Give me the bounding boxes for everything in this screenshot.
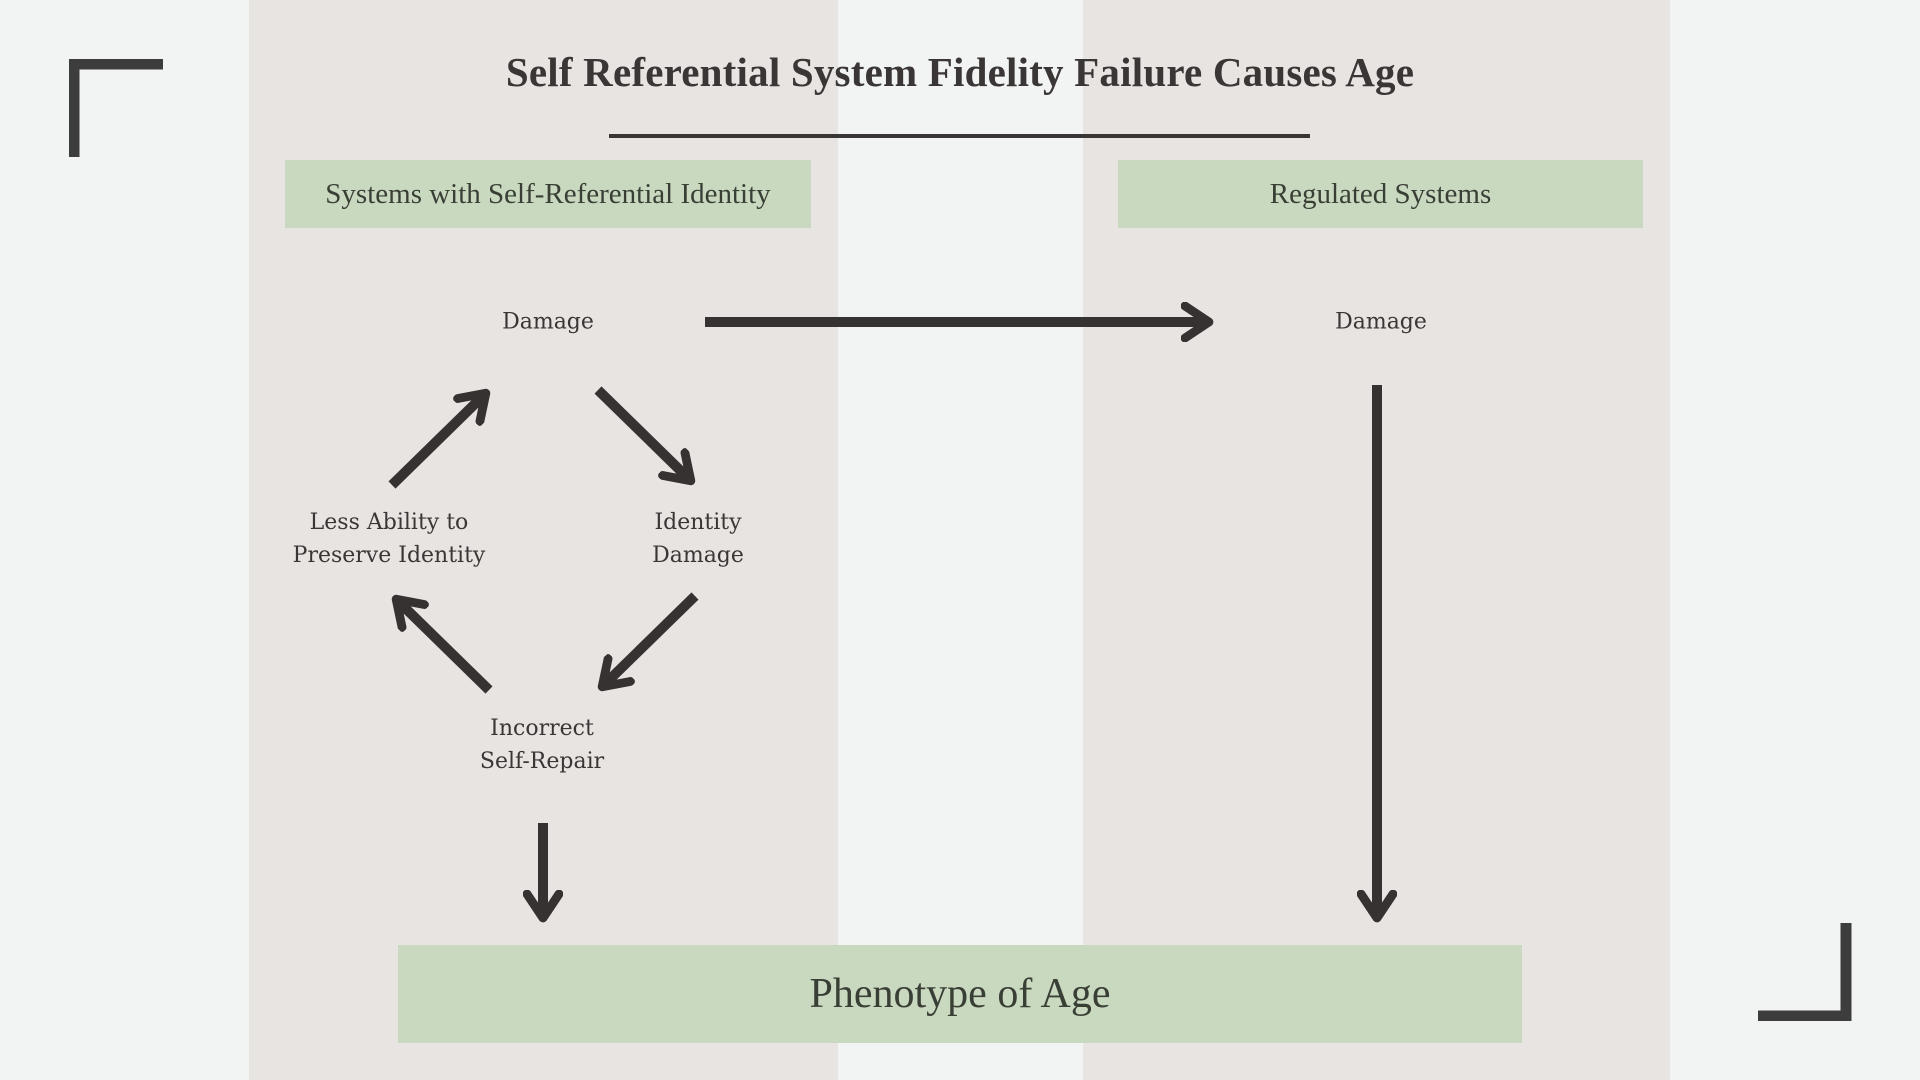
node-incorrect-self-repair: Incorrect Self-Repair	[480, 712, 604, 778]
outcome-text: Phenotype of Age	[809, 971, 1111, 1017]
node-less-ability: Less Ability to Preserve Identity	[293, 506, 486, 572]
column-heading-self-referential: Systems with Self-Referential Identity	[285, 160, 811, 228]
node-incorrect-self-repair-line-2: Self-Repair	[479, 749, 605, 774]
node-identity-damage: Identity Damage	[652, 506, 744, 572]
outcome-box: Phenotype of Age	[398, 945, 1522, 1043]
node-damage-left-text: Damage	[502, 309, 594, 335]
node-damage-right: Damage	[1335, 306, 1427, 339]
node-less-ability-line-2: Preserve Identity	[292, 543, 486, 568]
node-identity-damage-line-2: Damage	[652, 543, 744, 568]
node-incorrect-self-repair-line-1: Incorrect	[490, 716, 594, 741]
corner-bracket-top-left-icon	[69, 59, 163, 157]
node-damage-left: Damage	[502, 306, 594, 339]
node-damage-right-text: Damage	[1335, 309, 1427, 335]
corner-bracket-bottom-right-icon	[1758, 923, 1852, 1021]
node-less-ability-line-1: Less Ability to	[309, 510, 469, 535]
page-title: Self Referential System Fidelity Failure…	[505, 49, 1415, 95]
column-heading-left-text: Systems with Self-Referential Identity	[325, 177, 771, 210]
title-divider	[609, 134, 1310, 138]
column-heading-regulated: Regulated Systems	[1118, 160, 1643, 228]
node-identity-damage-line-1: Identity	[654, 510, 742, 535]
column-heading-right-text: Regulated Systems	[1269, 177, 1492, 210]
